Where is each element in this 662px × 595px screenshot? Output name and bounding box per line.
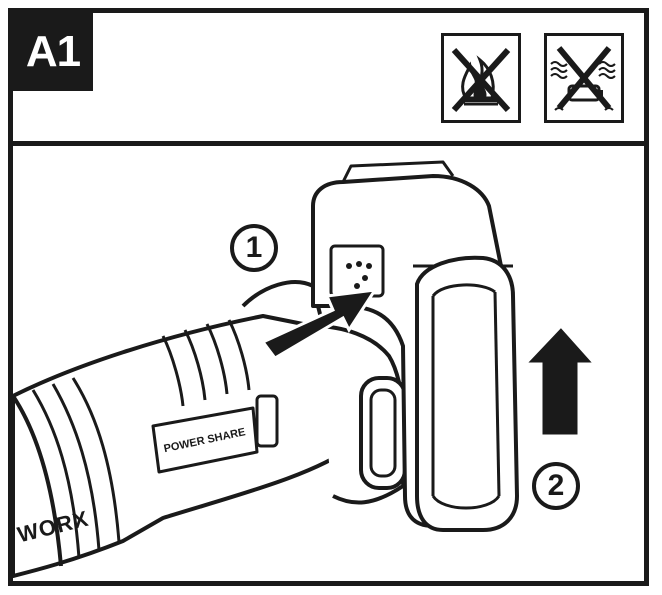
step-2-label: 2 [547,469,565,502]
tool-body [11,280,408,578]
step-1-circle [230,224,278,272]
battery-pack [311,160,519,532]
step-2-circle [532,462,580,510]
slide-up-arrow [521,323,599,438]
no-water-icon [544,33,624,123]
figure-frame: A1 [8,8,649,586]
battery-insertion-illustration: 1 2 WORX POWER SHARE [11,146,644,581]
figure-header: A1 [13,13,644,146]
step-1-label: 1 [245,231,263,264]
insert-arrow [260,288,379,360]
figure-tag: A1 [13,13,93,91]
no-fire-icon [441,33,521,123]
